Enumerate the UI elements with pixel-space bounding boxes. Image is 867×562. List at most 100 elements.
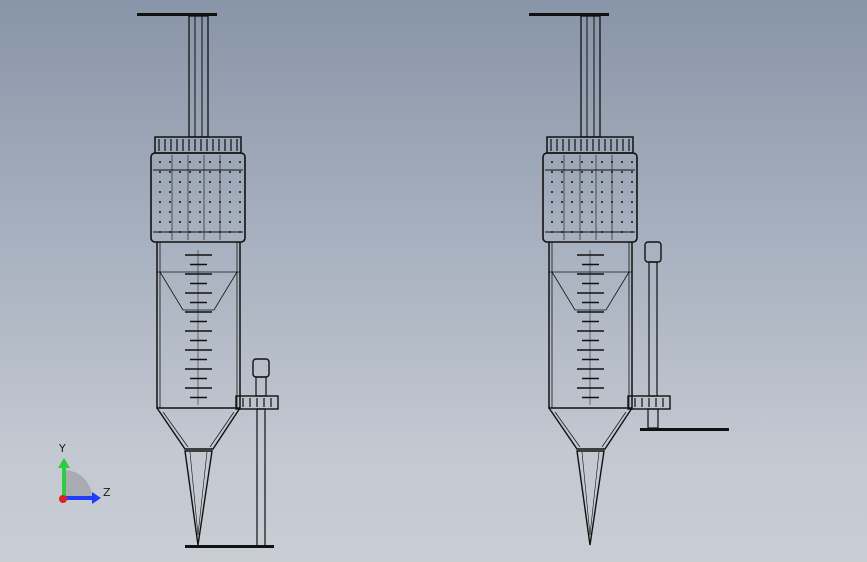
grip-dot [561,211,563,213]
grip-dot [571,171,573,173]
nozzle-inner [189,451,199,536]
grip-dot [571,181,573,183]
taper-inner-edge [209,411,235,448]
syringe-barrel [156,242,241,409]
y-axis-label: Y [59,442,66,455]
grip-dot [199,161,201,163]
grip-dot [631,221,633,223]
grip-dot [159,171,161,173]
grip-dot [229,161,231,163]
grip-dot [551,191,553,193]
grip-dot [239,181,241,183]
grip-dot [169,181,171,183]
grip-dot [159,161,161,163]
grip-dot [631,211,633,213]
grip-dot [229,231,231,233]
grip-dot [179,181,181,183]
grip-dot [571,191,573,193]
right-syringe-assembly[interactable] [529,13,729,546]
grip-dot [179,191,181,193]
grip-dot [631,161,633,163]
grip-dot [159,211,161,213]
grip-dot [601,171,603,173]
xy-plane-arc [64,470,92,498]
grip-collar [542,152,638,243]
grip-dot [189,201,191,203]
grip-dot [159,181,161,183]
grip-dot [189,211,191,213]
grip-dot [199,171,201,173]
grip-dot [209,201,211,203]
grip-dot [591,161,593,163]
grip-dot [631,181,633,183]
grip-dot [209,211,211,213]
grip-dot [601,191,603,193]
grip-dot [189,191,191,193]
left-syringe-assembly[interactable] [137,13,279,548]
grip-dot [169,201,171,203]
grip-dot [621,221,623,223]
grip-dot [169,171,171,173]
grip-dot [159,221,161,223]
taper-inner-edge [162,411,189,448]
barrel-taper [156,407,241,450]
grip-dot [229,191,231,193]
nozzle-inner [589,451,600,536]
grip-dot [561,221,563,223]
grip-dot [551,201,553,203]
grip-dot [209,181,211,183]
grip-collar [150,152,246,243]
grip-dot [159,201,161,203]
grip-dot [581,161,583,163]
taper-inner-edge [601,411,627,448]
grip-dot [561,171,563,173]
grip-dot [551,221,553,223]
grip-dot [189,171,191,173]
grip-dot [189,161,191,163]
grip-dot [591,231,593,233]
knurled-cap [154,136,242,154]
grip-dot [239,161,241,163]
grip-dot [621,231,623,233]
grip-dot [239,231,241,233]
grip-dot [551,211,553,213]
grip-dot [561,181,563,183]
adjustment-knob [644,241,662,263]
grip-dot [591,171,593,173]
grip-dot [591,181,593,183]
grip-dot [169,211,171,213]
grip-dot [229,181,231,183]
grip-dot [581,171,583,173]
z-axis-label: Z [103,486,111,499]
grip-dot [591,191,593,193]
needle-nozzle [576,450,605,546]
grip-dot [229,211,231,213]
grip-dot [209,171,211,173]
grip-dot [581,191,583,193]
nozzle-inner [581,451,591,536]
grip-dot [239,171,241,173]
grip-dot [229,171,231,173]
grip-dot [551,161,553,163]
grip-dot [209,231,211,233]
grip-dot [199,191,201,193]
grip-dot [631,171,633,173]
support-rod [256,408,266,547]
taper-inner-edge [554,411,581,448]
grip-dot [551,181,553,183]
plunger-rod [580,15,601,138]
grip-dot [189,181,191,183]
grip-dot [179,211,181,213]
grip-dot [581,201,583,203]
grip-dot [199,181,201,183]
base-plate [185,545,274,548]
grip-dot [199,231,201,233]
lower-stem [647,408,659,429]
grip-dot [571,231,573,233]
y-axis-arrowhead [58,458,70,468]
grip-dot [179,231,181,233]
grip-dot [561,191,563,193]
grip-dot [581,231,583,233]
